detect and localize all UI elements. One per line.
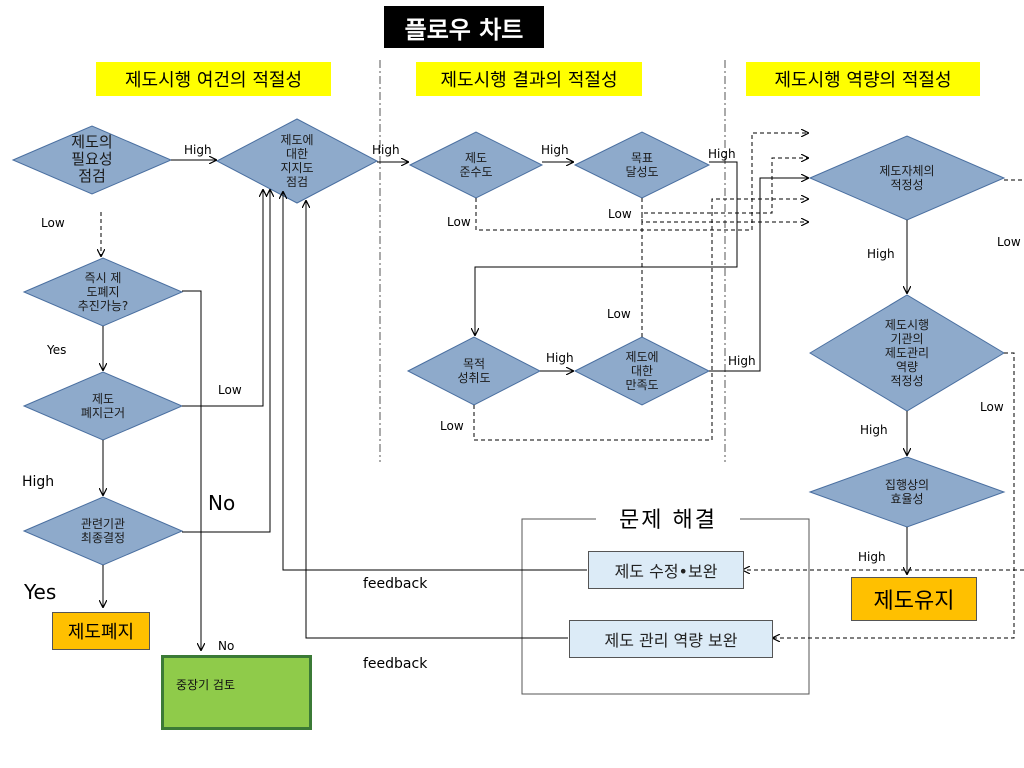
feedback-capacity xyxy=(306,201,568,639)
compliance-diamond[interactable] xyxy=(408,131,544,199)
edge-label-low: Low xyxy=(980,400,1004,414)
edge-label-high: High xyxy=(372,143,400,157)
edge-label-yes: Yes xyxy=(24,580,57,604)
final-decision-diamond[interactable] xyxy=(22,496,184,566)
edge-label-high: High xyxy=(22,474,55,490)
abolish-box[interactable]: 제도폐지 xyxy=(52,612,150,650)
dashed-compliance-low xyxy=(475,133,808,231)
edge-label-high: High xyxy=(867,247,895,261)
capacity-label: 제도시행 기관의 제도관리 역량 적정성 xyxy=(884,318,930,388)
efficiency-diamond[interactable] xyxy=(808,456,1006,528)
validity-diamond[interactable] xyxy=(808,135,1006,221)
arrow-basis-to-support xyxy=(182,190,263,407)
need-label: 제도의 필요성 점검 xyxy=(71,133,113,185)
compliance-label: 제도 준수도 xyxy=(459,151,493,179)
satisfaction-label: 제도에 대한 만족도 xyxy=(625,350,659,392)
edge-label-no: No xyxy=(208,491,236,515)
edge-label-high: High xyxy=(728,354,756,368)
edge-label-high: High xyxy=(541,143,569,157)
edge-label-feedback: feedback xyxy=(363,576,428,592)
edge-label-yes: Yes xyxy=(47,343,67,357)
edge-label-low: Low xyxy=(218,383,242,397)
arrow-abolishnow-to-longterm xyxy=(182,290,201,650)
section-header-results: 제도시행 결과의 적절성 xyxy=(416,62,642,96)
problem-solving-group xyxy=(521,518,810,695)
capacity-fix-box[interactable]: 제도 관리 역량 보완 xyxy=(569,620,773,658)
abolish-now-diamond[interactable] xyxy=(22,257,184,327)
edge-label-high: High xyxy=(858,550,886,564)
abolish-now-label: 즉시 제 도폐지 추진가능? xyxy=(77,271,129,313)
maintain-box[interactable]: 제도유지 xyxy=(851,577,977,621)
edge-label-high: High xyxy=(860,423,888,437)
purpose-label: 목적 성취도 xyxy=(457,357,491,385)
edge-label-low: Low xyxy=(608,207,632,221)
abolish-basis-label: 제도 폐지근거 xyxy=(80,392,126,420)
dashed-purpose-low xyxy=(473,199,808,441)
problem-group-title: 문제 해결 xyxy=(596,503,740,533)
target-label: 목표 달성도 xyxy=(625,151,659,179)
edge-label-high: High xyxy=(184,143,212,157)
longterm-box[interactable]: 중장기 검토 xyxy=(161,655,312,730)
edge-label-low: Low xyxy=(447,215,471,229)
revise-box[interactable]: 제도 수정•보완 xyxy=(588,551,744,589)
support-label: 제도에 대한 지지도 점검 xyxy=(280,133,314,189)
edge-label-low: Low xyxy=(607,307,631,321)
validity-label: 제도자체의 적정성 xyxy=(879,164,935,192)
edge-label-high: High xyxy=(708,147,736,161)
edge-label-low: Low xyxy=(440,419,464,433)
arrow-satisfaction-to-validity xyxy=(709,178,808,372)
edge-label-feedback: feedback xyxy=(363,656,428,672)
edge-label-high: High xyxy=(546,351,574,365)
edge-label-low: Low xyxy=(41,216,65,230)
edge-label-no: No xyxy=(218,639,235,653)
arrow-target-to-purpose xyxy=(475,161,738,335)
final-decision-label: 관련기관 최종결정 xyxy=(80,517,126,545)
dashed-capacity-low xyxy=(773,352,1015,638)
support-diamond[interactable] xyxy=(215,118,379,204)
dashed-satisfaction-low xyxy=(641,158,808,337)
efficiency-label: 집행상의 효율성 xyxy=(884,478,930,506)
page-title: 플로우 차트 xyxy=(384,6,544,48)
feedback-revise xyxy=(283,192,587,571)
section-header-conditions: 제도시행 여건의 적절성 xyxy=(96,62,331,96)
target-diamond[interactable] xyxy=(573,131,711,199)
edge-label-low: Low xyxy=(997,235,1021,249)
arrow-decision-to-support xyxy=(182,190,270,533)
section-header-capacity: 제도시행 역량의 적절성 xyxy=(746,62,980,96)
